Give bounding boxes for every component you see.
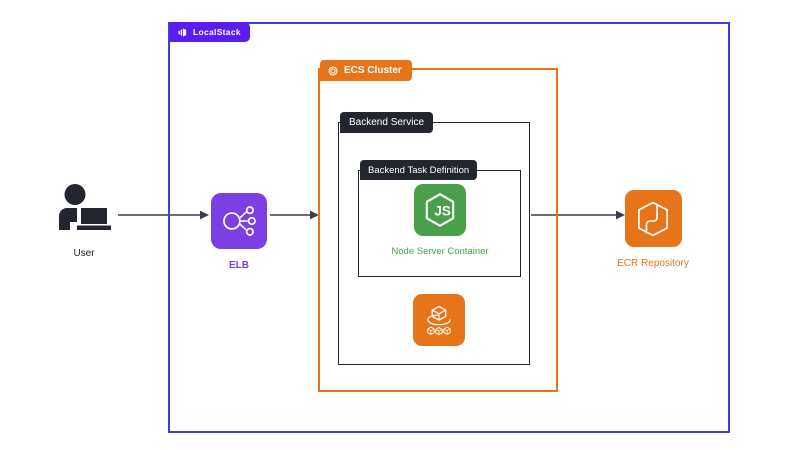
backend-service-badge: Backend Service bbox=[340, 112, 434, 133]
aws-elb-icon bbox=[211, 193, 267, 249]
elb-label: ELB bbox=[229, 260, 249, 271]
ecs-cluster-badge-label: ECS Cluster bbox=[344, 65, 402, 76]
ecs-cluster-badge: ECS Cluster bbox=[320, 60, 412, 81]
aws-ecs-container-icon[interactable] bbox=[413, 294, 465, 346]
nodejs-icon: JS bbox=[414, 184, 466, 236]
user-node[interactable]: User bbox=[44, 182, 124, 259]
arrow-elb-to-ecs-cluster bbox=[270, 210, 319, 220]
elb-node[interactable]: ELB bbox=[209, 193, 269, 271]
task-definition-badge-label: Backend Task Definition bbox=[368, 164, 470, 176]
ecs-cluster-icon bbox=[327, 65, 339, 77]
localstack-badge-label: LocalStack bbox=[193, 27, 241, 37]
ecr-label: ECR Repository bbox=[617, 258, 689, 269]
localstack-logo-icon bbox=[177, 27, 188, 38]
aws-ecr-icon bbox=[624, 190, 682, 247]
arrow-task-to-ecr bbox=[531, 210, 625, 220]
node-server-container-node[interactable]: JS Node Server Container bbox=[360, 184, 520, 257]
ecs-cluster-boundary bbox=[318, 68, 558, 392]
node-server-container-label: Node Server Container bbox=[391, 246, 489, 257]
svg-text:JS: JS bbox=[434, 203, 451, 218]
backend-service-badge-label: Backend Service bbox=[349, 117, 425, 128]
user-label: User bbox=[73, 248, 95, 259]
localstack-badge: LocalStack bbox=[170, 22, 250, 42]
arrow-user-to-elb bbox=[118, 210, 209, 220]
task-definition-badge: Backend Task Definition bbox=[360, 160, 478, 180]
localstack-boundary bbox=[168, 22, 730, 433]
ecr-node[interactable]: ECR Repository bbox=[617, 190, 689, 269]
user-laptop-icon bbox=[44, 182, 124, 238]
